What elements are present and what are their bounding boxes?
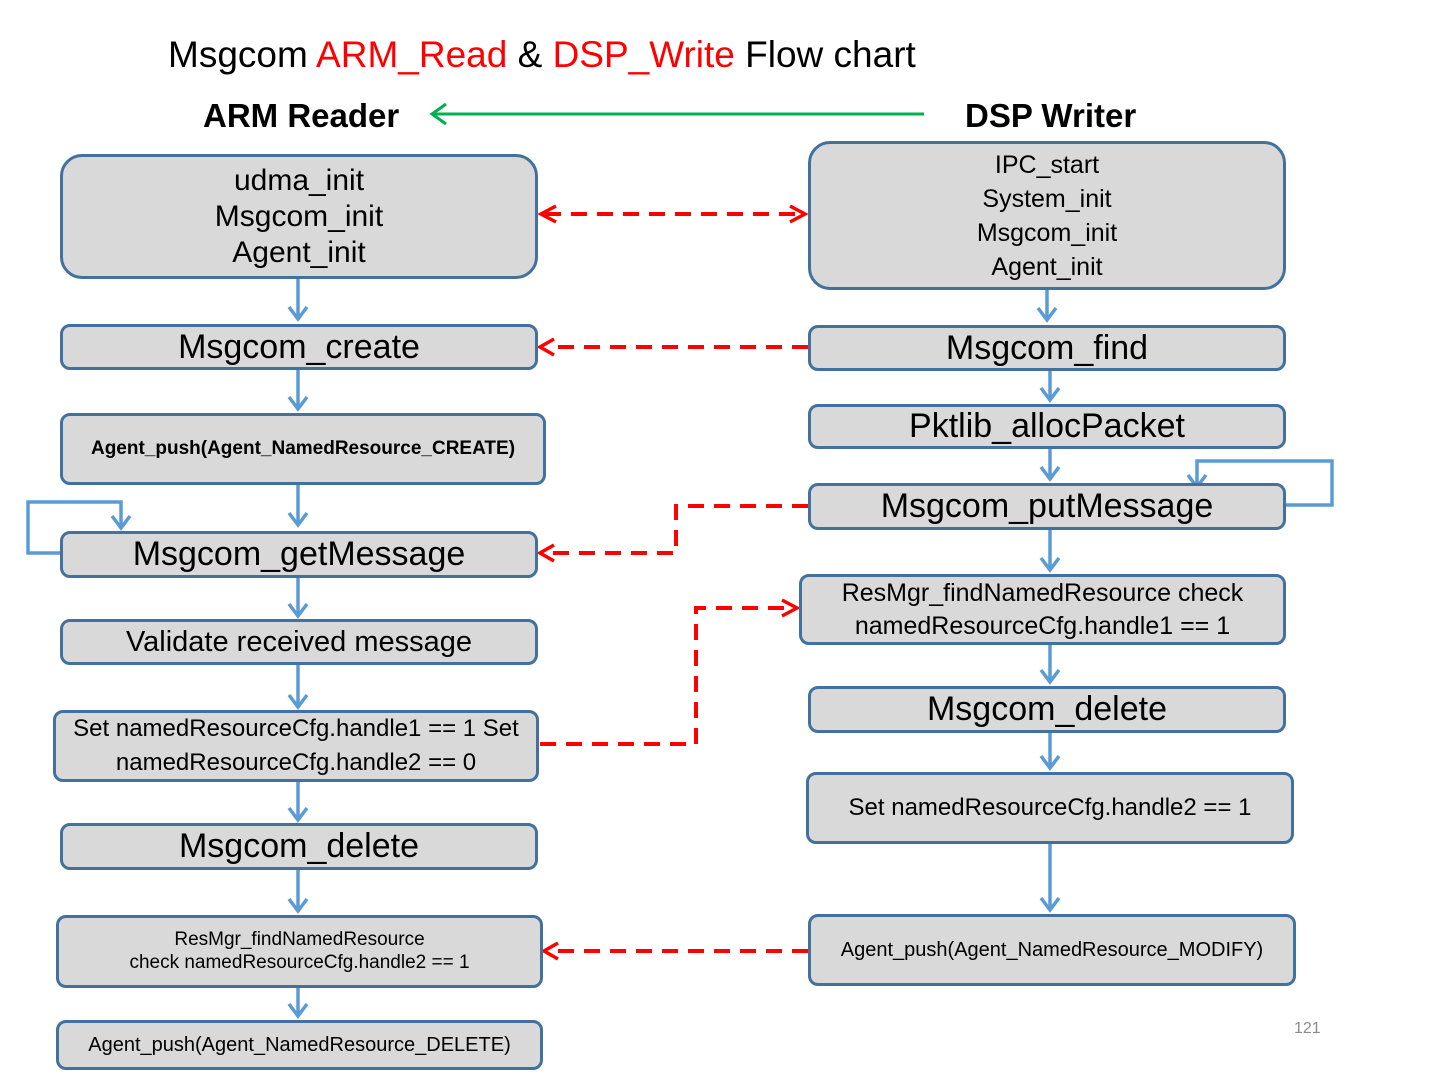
dsp-pktlib-alloc-label: Pktlib_allocPacket <box>909 407 1185 446</box>
arm-set-handles-box: Set namedResourceCfg.handle1 == 1 Set na… <box>53 710 539 782</box>
arm-set-handles-label: Set namedResourceCfg.handle1 == 1 Set na… <box>73 715 519 776</box>
arm-agent-push-delete-box: Agent_push(Agent_NamedResource_DELETE) <box>56 1020 543 1070</box>
arm-find-resource-line-2: check namedResourceCfg.handle2 == 1 <box>129 951 470 973</box>
arm-find-resource-box: ResMgr_findNamedResource check namedReso… <box>56 915 543 988</box>
dashed-arrow-put-to-get <box>548 504 808 555</box>
arm-agent-push-create-box: Agent_push(Agent_NamedResource_CREATE) <box>60 413 546 485</box>
dsp-flow-arrow-4 <box>1039 530 1061 573</box>
page-title: Msgcom ARM_Read & DSP_Write Flow chart <box>168 34 916 75</box>
dsp-find-resource-label: ResMgr_findNamedResource check namedReso… <box>841 578 1244 640</box>
dsp-init-line-3: Msgcom_init <box>976 218 1118 247</box>
dsp-agent-push-modify-box: Agent_push(Agent_NamedResource_MODIFY) <box>808 914 1296 986</box>
dsp-flow-arrow-3 <box>1039 449 1061 482</box>
dsp-flow-arrow-5 <box>1039 645 1061 685</box>
arm-find-resource-line-1: ResMgr_findNamedResource <box>174 928 425 950</box>
arm-init-line-2: Msgcom_init <box>214 199 384 233</box>
dsp-put-message-label: Msgcom_putMessage <box>880 487 1214 526</box>
arm-validate-box: Validate received message <box>60 619 538 665</box>
arm-flow-arrow-6 <box>287 782 309 823</box>
get-message-loop-arrow <box>26 500 132 555</box>
dsp-init-box: IPC_start System_init Msgcom_init Agent_… <box>808 141 1286 290</box>
dsp-set-handle2-label: Set namedResourceCfg.handle2 == 1 <box>848 794 1252 821</box>
dsp-init-line-4: Agent_init <box>991 252 1103 281</box>
page-number: 121 <box>1294 1020 1321 1037</box>
arm-msgcom-create-label: Msgcom_create <box>178 327 420 366</box>
arm-flow-arrow-3 <box>287 485 309 528</box>
dsp-msgcom-find-box: Msgcom_find <box>808 325 1286 371</box>
dsp-pktlib-alloc-box: Pktlib_allocPacket <box>808 404 1286 449</box>
dsp-msgcom-delete-box: Msgcom_delete <box>808 686 1286 733</box>
arm-flow-arrow-7 <box>287 870 309 914</box>
dsp-flow-arrow-2 <box>1039 371 1061 403</box>
dsp-writer-header: DSP Writer <box>965 97 1137 134</box>
dsp-agent-push-modify-label: Agent_push(Agent_NamedResource_MODIFY) <box>840 939 1264 961</box>
arm-validate-label: Validate received message <box>125 625 473 658</box>
dsp-flow-arrow-6 <box>1039 733 1061 771</box>
arm-flow-arrow-5 <box>287 665 309 710</box>
arm-flow-arrow-2 <box>287 370 309 412</box>
arm-msgcom-delete-label: Msgcom_delete <box>178 827 419 866</box>
arm-msgcom-delete-box: Msgcom_delete <box>60 823 538 870</box>
dsp-find-resource-box: ResMgr_findNamedResource check namedReso… <box>799 574 1286 645</box>
arm-get-message-box: Msgcom_getMessage <box>60 531 538 578</box>
dsp-put-message-box: Msgcom_putMessage <box>808 483 1286 530</box>
arm-init-line-1: udma_init <box>233 163 365 197</box>
arm-flow-arrow-8 <box>287 988 309 1019</box>
dsp-msgcom-delete-label: Msgcom_delete <box>926 690 1167 729</box>
arm-agent-push-delete-label: Agent_push(Agent_NamedResource_DELETE) <box>88 1034 511 1056</box>
arm-msgcom-create-box: Msgcom_create <box>60 324 538 370</box>
arm-flow-arrow-1 <box>287 279 309 322</box>
dashed-arrow-set-to-find <box>540 606 788 746</box>
dsp-init-line-2: System_init <box>982 184 1112 213</box>
dsp-flow-arrow-1 <box>1036 290 1058 323</box>
dsp-msgcom-find-label: Msgcom_find <box>945 328 1149 367</box>
dsp-init-line-1: IPC_start <box>994 150 1100 179</box>
arm-get-message-label: Msgcom_getMessage <box>132 535 466 574</box>
green-arrow <box>429 102 924 126</box>
arm-init-line-3: Agent_init <box>232 235 366 269</box>
dsp-set-handle2-box: Set namedResourceCfg.handle2 == 1 <box>806 772 1294 844</box>
dsp-flow-arrow-7 <box>1039 844 1061 913</box>
arm-reader-header: ARM Reader <box>203 97 400 134</box>
arm-agent-push-create-label: Agent_push(Agent_NamedResource_CREATE) <box>90 437 516 459</box>
arm-init-box: udma_init Msgcom_init Agent_init <box>60 154 538 279</box>
arm-flow-arrow-4 <box>287 578 309 619</box>
